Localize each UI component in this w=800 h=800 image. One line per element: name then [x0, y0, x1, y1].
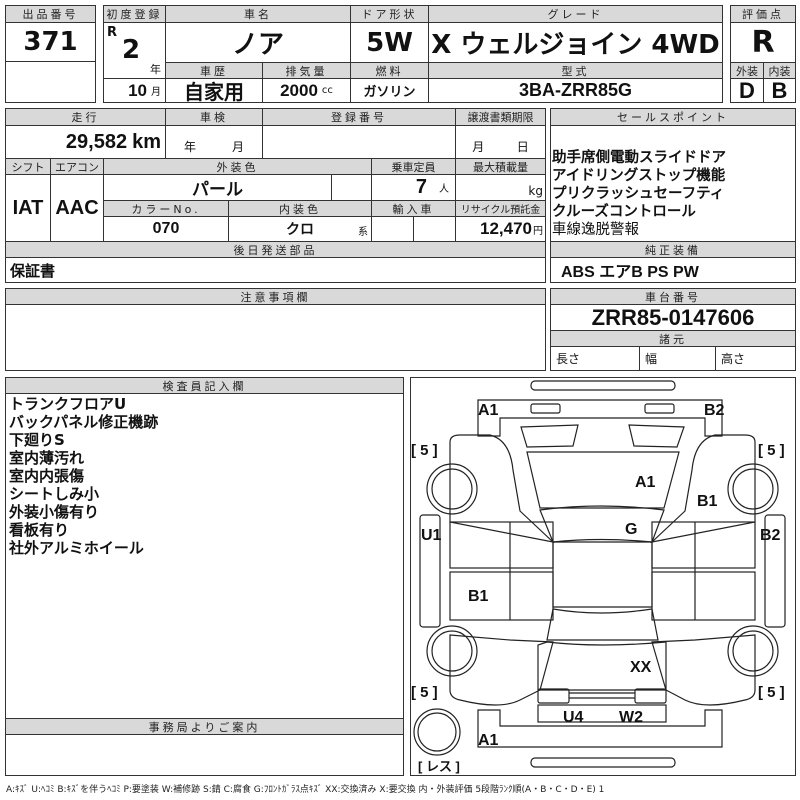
first-reg-year: R 2 年: [103, 22, 166, 79]
capacity-unit: 人: [439, 184, 449, 195]
interior-label: 内装: [763, 62, 796, 79]
sales-point-item: 助手席側電動スライドドア: [552, 150, 726, 166]
inspection-month-unit: 月: [231, 140, 244, 154]
diagram-right-side: B2: [760, 527, 781, 544]
inspector-item: 下廻りS: [9, 431, 65, 449]
recycle-unit: 円: [533, 225, 543, 237]
inspection-year-unit: 年: [183, 140, 196, 154]
reg-month: 10: [128, 80, 147, 100]
diagram-fender-right: B1: [697, 493, 718, 510]
car-diagram-frame: [410, 377, 796, 776]
diagram-windshield: G: [625, 521, 637, 538]
interior-grade: B: [763, 78, 796, 103]
equipment: ABS エアB PS PW: [550, 257, 796, 283]
diagram-left-rear-door: B1: [468, 588, 489, 605]
spare-tire: [ レス ]: [418, 759, 460, 774]
inspector-item: 社外アルミホイール: [9, 539, 144, 557]
capacity: 7: [415, 176, 427, 198]
max-load-label: 最大積載量: [455, 158, 546, 175]
car-outline: [413, 380, 786, 768]
inspector-item: トランクフロアU: [9, 395, 127, 413]
shift-label: シフト: [5, 158, 51, 175]
recycle: 12,470: [480, 219, 532, 238]
transfer-month-unit: 月: [472, 140, 485, 154]
inspector-item: 室内内張傷: [9, 467, 85, 485]
office-label: 事務局よりご案内: [5, 718, 404, 735]
diagram-roof-rear: XX: [630, 659, 652, 676]
sales-points: 助手席側電動スライドドア アイドリングストップ機能 プリクラッシュセーフティ ク…: [550, 125, 796, 242]
office-area: [5, 734, 404, 776]
diagram-front-left: A1: [478, 402, 499, 419]
score-label: 評価点: [730, 5, 796, 23]
model: 3BA-ZRR85G: [428, 78, 723, 103]
diagram-left-side: U1: [421, 527, 442, 544]
legend: A:ｷｽﾞ U:ﾍｺﾐ B:ｷｽﾞを伴うﾍｺﾐ P:要塗装 W:補修跡 S:錆 …: [6, 785, 605, 795]
inspector-item: 室内薄汚れ: [9, 449, 85, 467]
diagram-rear-u: U4: [563, 709, 584, 726]
reg-year: 2: [122, 35, 141, 65]
later-parts: 保証書: [5, 257, 546, 283]
diagram-hood: A1: [635, 474, 656, 491]
sales-point-item: プリクラッシュセーフティ: [552, 186, 725, 202]
inspector-item: シートしみ小: [9, 485, 100, 503]
transfer-day-unit: 日: [516, 140, 529, 154]
diagram-rear-w: W2: [619, 709, 643, 726]
notes-area: [5, 304, 546, 371]
sales-point-item: クルーズコントロール: [552, 204, 696, 220]
era: R: [107, 25, 118, 40]
inspector-item: 看板有り: [9, 521, 70, 539]
exterior-label: 外装: [730, 62, 764, 79]
import-label: 輸入車: [371, 200, 456, 217]
mileage: 29,582: [65, 130, 128, 153]
interior-color: クロ: [286, 221, 314, 237]
displacement: 2000: [280, 80, 318, 100]
tire-front-right: [ 5 ]: [758, 442, 785, 459]
inspector-item: バックパネル修正機跡: [9, 413, 159, 431]
tire-rear-right: [ 5 ]: [758, 684, 785, 701]
tire-rear-left: [ 5 ]: [411, 684, 438, 701]
mileage-unit: km: [132, 130, 161, 153]
sales-point-item: アイドリングストップ機能: [552, 168, 726, 184]
inspector-notes: トランクフロアU バックパネル修正機跡 下廻りS 室内薄汚れ 室内内張傷 シート…: [5, 393, 404, 719]
later-parts-label: 後日発送部品: [5, 241, 546, 258]
tire-front-left: [ 5 ]: [411, 442, 438, 459]
diagram-rear-bumper: A1: [478, 732, 499, 749]
displacement-unit: cc: [321, 85, 333, 96]
inspector-item: 外装小傷有り: [9, 503, 100, 521]
month-unit: 月: [151, 87, 161, 98]
diagram-front-right: B2: [704, 402, 725, 419]
height-label: 高さ: [715, 346, 796, 371]
year-unit: 年: [150, 63, 161, 76]
interior-color-unit: 系: [358, 227, 368, 238]
first-reg-month: 10 月: [103, 78, 166, 103]
sales-point-item: 車線逸脱警報: [552, 222, 639, 238]
lot-blank: [5, 61, 96, 103]
